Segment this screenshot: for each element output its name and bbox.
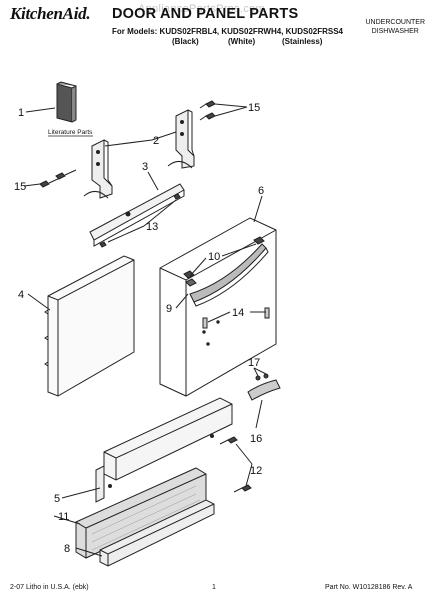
leader-4 [27, 293, 51, 311]
callout-2: 2 [153, 135, 159, 147]
screws-15-right [199, 100, 216, 121]
door-strut [89, 183, 185, 248]
callout-9: 9 [166, 303, 172, 315]
color-stainless: (Stainless) [282, 37, 323, 46]
callout-8: 8 [64, 543, 70, 555]
literature-parts-label: Literature Parts [48, 129, 93, 136]
callout-3: 3 [142, 161, 148, 173]
leader-13a [107, 225, 145, 243]
appliance-line-2: DISHWASHER [371, 28, 419, 35]
leader-12b [245, 463, 253, 487]
callout-1: 1 [18, 107, 24, 119]
page-title: DOOR AND PANEL PARTS [112, 6, 299, 22]
watermark: AppliancePartsPros.com [138, 3, 266, 15]
leader-10b [189, 257, 207, 277]
appliance-type: UNDERCOUNTER DISHWASHER [366, 18, 426, 36]
color-black: (Black) [172, 37, 199, 46]
callout-11: 11 [58, 511, 69, 523]
leader-13b [143, 199, 177, 227]
models-line: For Models: KUDS02FRBL4, KUDS02FRWH4, KU… [112, 27, 344, 36]
inner-door-panel [44, 255, 135, 397]
footer-litho: 2-07 Litho in U.S.A. (ebk) [10, 584, 89, 591]
color-white: (White) [228, 37, 256, 46]
door-handle [183, 236, 270, 329]
leader-8 [75, 547, 103, 557]
toe-panel-bracket [95, 397, 233, 503]
callout-17: 17 [248, 357, 260, 369]
toe-panel-insulation [75, 467, 207, 559]
leader-11 [53, 515, 81, 525]
hinge-bracket-right [167, 109, 195, 169]
leader-15-right-a [214, 103, 248, 108]
callout-15-right: 15 [248, 102, 260, 114]
brand-logo: KitchenAid. [10, 4, 91, 23]
leader-2a [104, 139, 153, 147]
callout-10: 10 [208, 251, 220, 263]
leader-1 [25, 107, 56, 113]
callout-5: 5 [54, 493, 60, 505]
leader-17a [253, 367, 259, 377]
footer-part-number: Part No. W10128186 Rev. A [325, 584, 413, 591]
leader-14a [207, 311, 231, 323]
callout-4: 4 [18, 289, 24, 301]
callout-15-left: 15 [14, 181, 26, 193]
leader-15-right-b [214, 106, 248, 117]
leader-17b [253, 367, 267, 375]
control-handle [247, 373, 281, 401]
screws-15-left [39, 169, 77, 188]
toe-panel-trim [99, 499, 215, 567]
callout-14: 14 [232, 307, 244, 319]
leader-5 [61, 487, 101, 499]
leader-10a [221, 243, 257, 257]
callout-6: 6 [258, 185, 264, 197]
leader-6 [253, 195, 263, 223]
callout-13: 13 [146, 221, 158, 233]
leader-16 [255, 399, 263, 429]
leader-15-left [23, 183, 41, 187]
callout-16: 16 [250, 433, 262, 445]
callout-12: 12 [250, 465, 262, 477]
appliance-line-1: UNDERCOUNTER [365, 19, 426, 26]
literature-booklet [56, 81, 77, 123]
hinge-bracket-left [83, 139, 113, 199]
leader-9 [175, 293, 189, 309]
leader-12a [235, 443, 253, 465]
leader-2b [151, 131, 177, 141]
leader-3 [147, 171, 159, 191]
footer-page-number: 1 [212, 584, 216, 591]
